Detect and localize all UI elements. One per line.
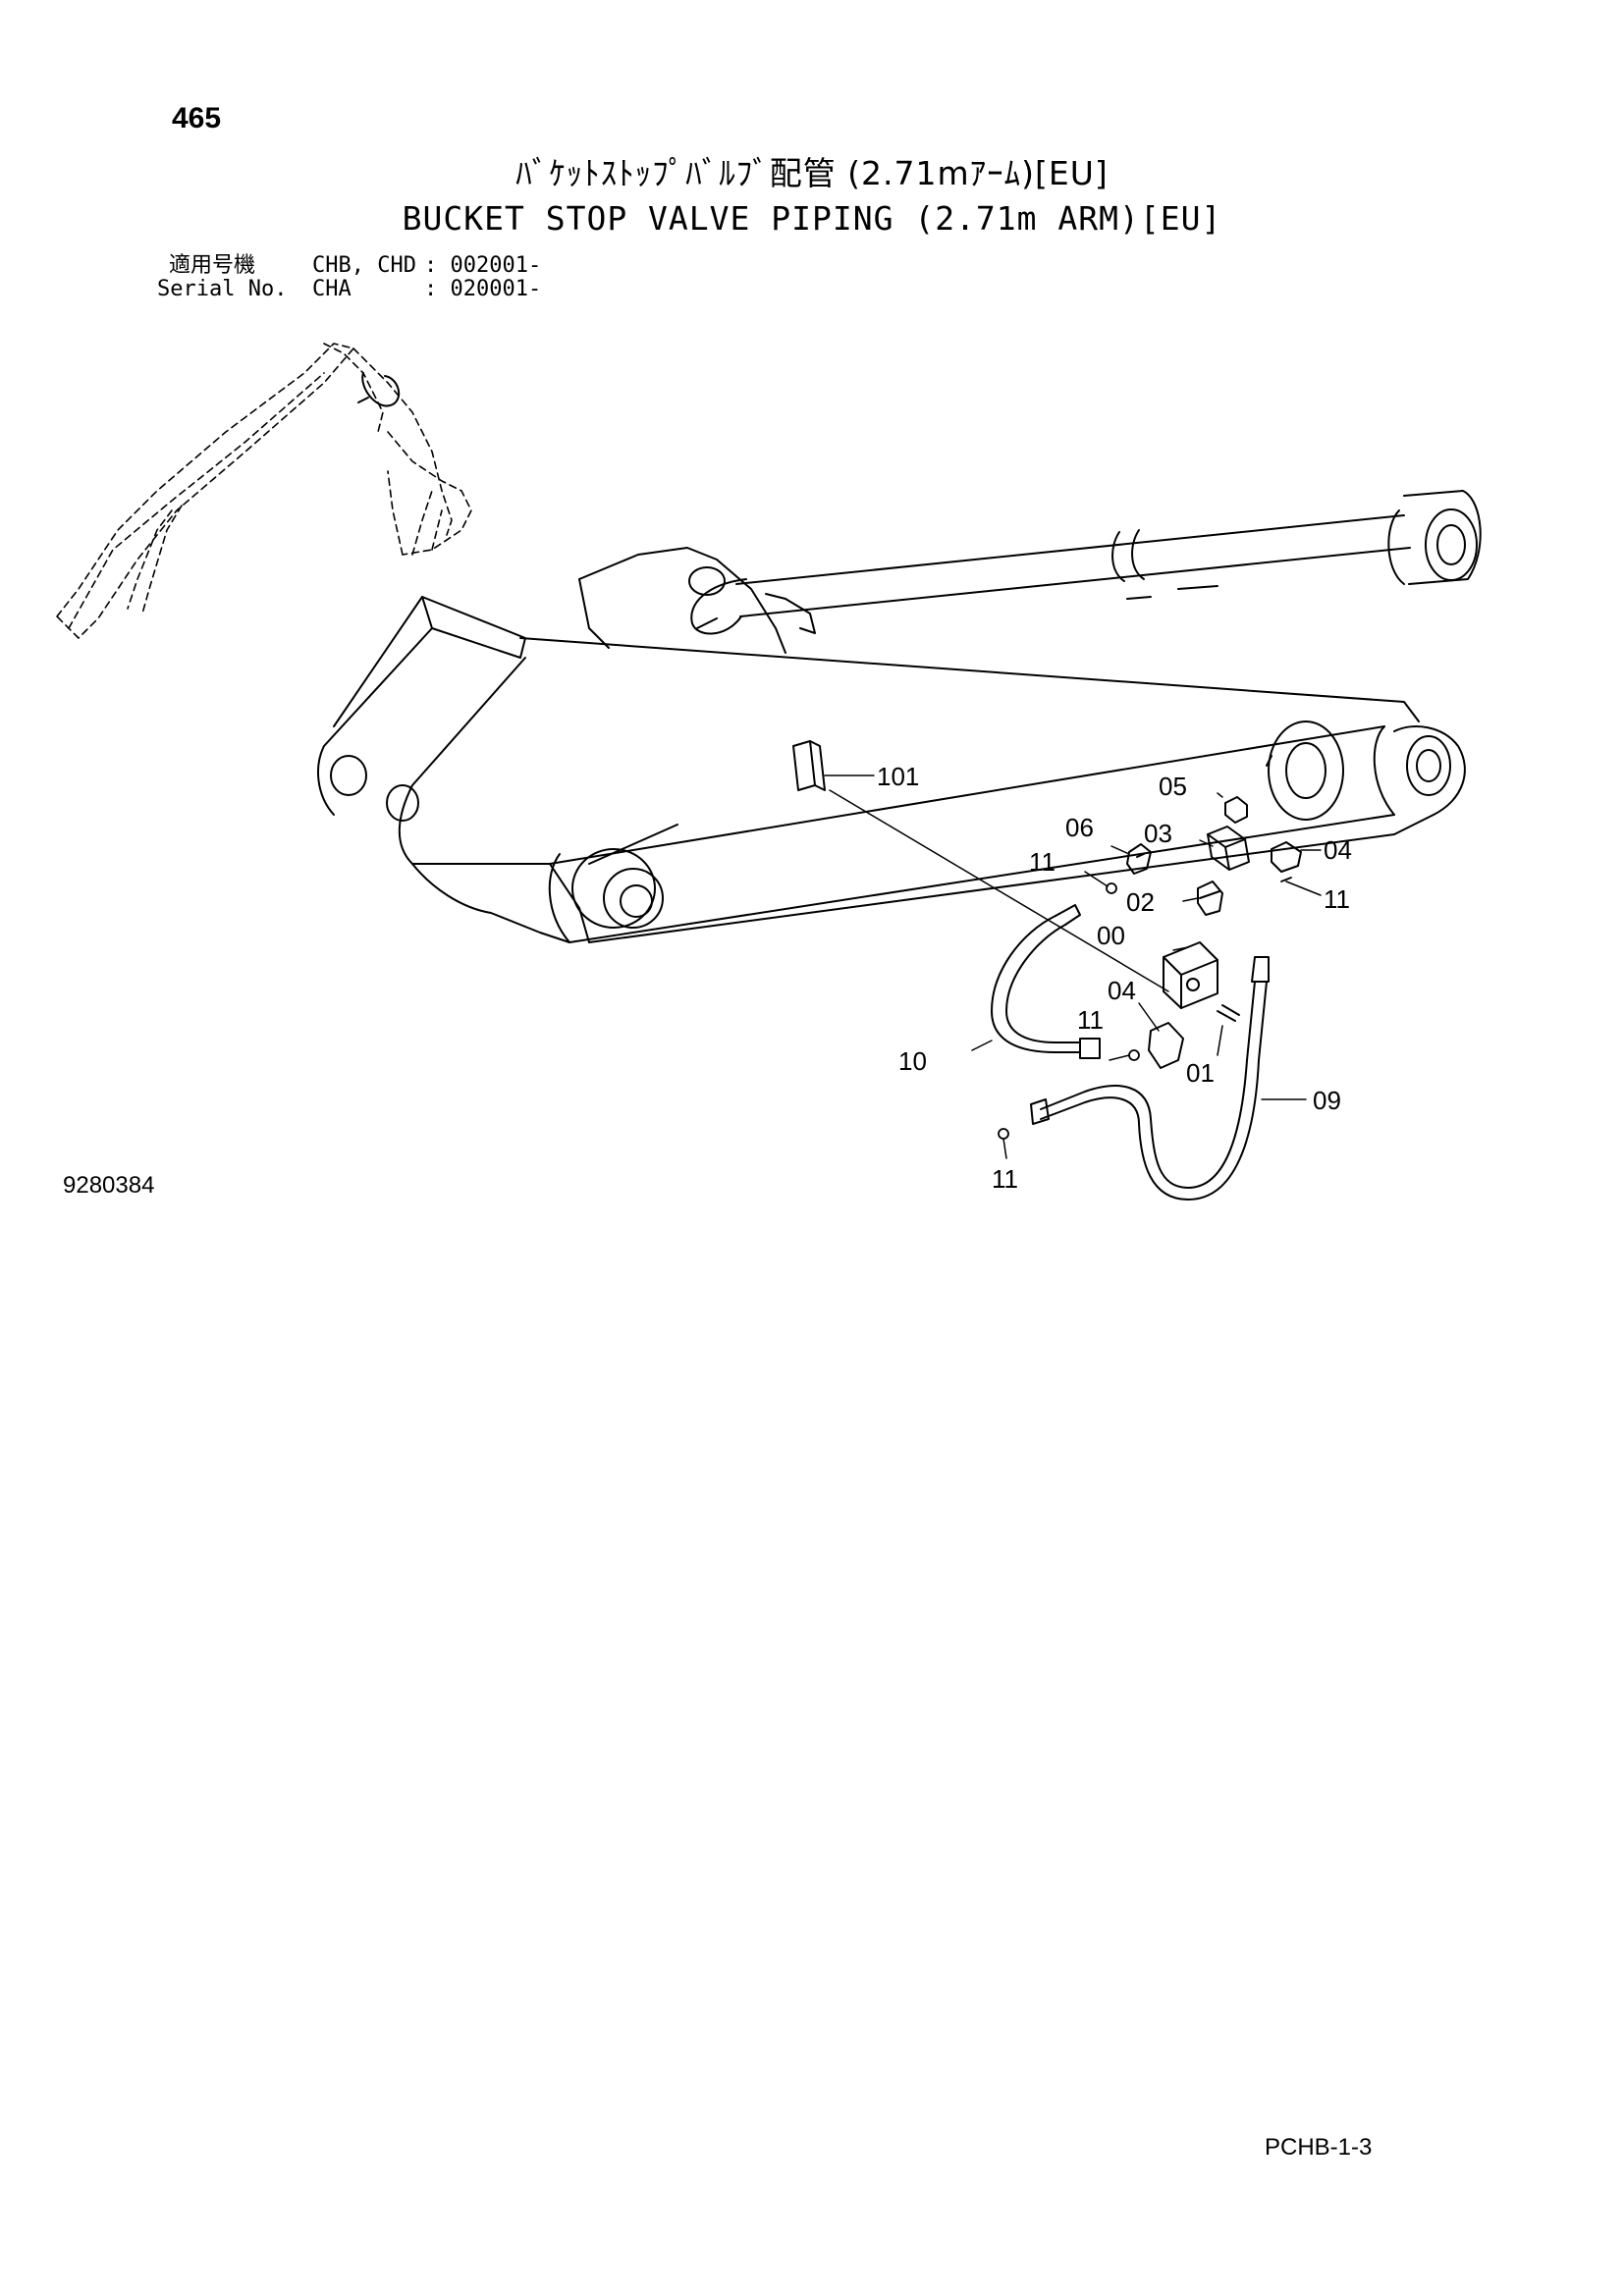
callout-04-upper: 04	[1324, 835, 1352, 865]
callout-11-right: 11	[1324, 884, 1350, 914]
applicability-models-2: CHA	[312, 277, 352, 301]
part-01-bolt	[1217, 1004, 1240, 1022]
callout-01: 01	[1186, 1058, 1215, 1088]
applicability-label-en: Serial No.	[157, 277, 288, 301]
leader-lines	[824, 774, 1322, 1159]
hose-10	[991, 904, 1101, 1059]
arm-body	[317, 596, 1466, 943]
title-english: BUCKET STOP VALVE PIPING (2.71m ARM)[EU]	[402, 199, 1222, 238]
hydraulic-cylinder	[690, 490, 1482, 635]
applicability-serial-2: : 020001-	[424, 277, 542, 301]
callout-101: 101	[877, 762, 919, 791]
part-05-plug	[1224, 796, 1248, 824]
applicability-label-jp: 適用号機	[169, 253, 256, 278]
part-03-body	[1207, 826, 1250, 871]
callout-03: 03	[1144, 819, 1172, 848]
part-00-valve-block	[1163, 941, 1218, 1009]
callout-11-middle: 11	[1077, 1005, 1104, 1035]
callout-02: 02	[1126, 887, 1155, 917]
part-04-fitting-upper	[1271, 841, 1302, 873]
callout-10: 10	[898, 1046, 927, 1076]
excavator-highlight	[357, 372, 401, 407]
applicability-models-1: CHB, CHD	[312, 253, 416, 278]
callout-labels: 101 05 06 03 04 11 02 11 00 04 11 01 10 …	[877, 762, 1352, 1194]
callout-05: 05	[1159, 772, 1187, 801]
callout-11-bottom: 11	[992, 1164, 1018, 1194]
part-06-elbow	[1126, 843, 1152, 875]
part-101-block	[792, 740, 826, 791]
page-number: 465	[172, 102, 222, 134]
callout-00: 00	[1097, 921, 1125, 950]
title-japanese: ﾊﾞｹｯﾄｽﾄｯﾌﾟﾊﾞﾙﾌﾞ配管 (2.71mｱｰﾑ)[EU]	[515, 154, 1109, 192]
part-04-fitting-lower	[1148, 1022, 1184, 1069]
callout-09: 09	[1313, 1086, 1341, 1115]
part-02-adapter	[1197, 881, 1223, 916]
page-code: PCHB-1-3	[1265, 2134, 1373, 2161]
callout-11-left: 11	[1029, 847, 1056, 877]
callout-04-lower: 04	[1108, 976, 1136, 1005]
bucket-link-bracket	[578, 547, 816, 654]
hose-09	[1030, 956, 1270, 1201]
applicability-serial-1: : 002001-	[424, 253, 542, 278]
excavator-thumbnail	[56, 343, 472, 639]
drawing-number: 9280384	[63, 1172, 155, 1199]
callout-06: 06	[1065, 813, 1094, 842]
